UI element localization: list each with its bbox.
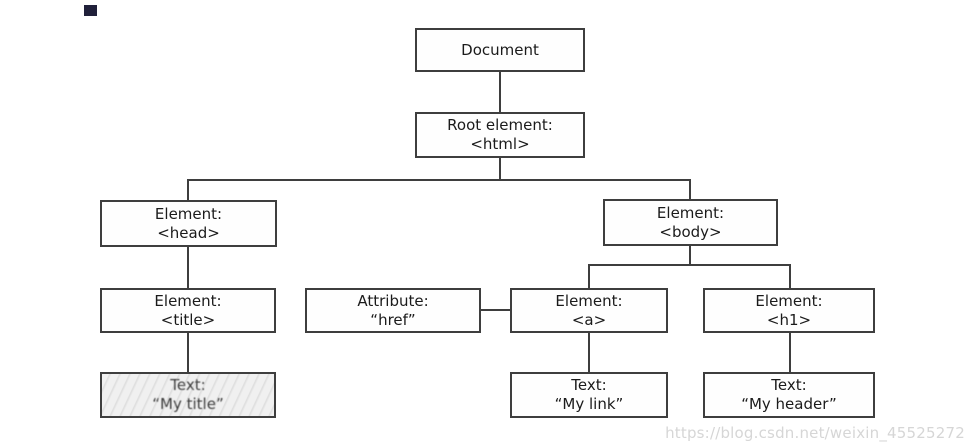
connector-body-rail: [588, 264, 791, 266]
connector-root-stem: [499, 157, 501, 181]
node-text-title-type: Text:: [170, 376, 206, 394]
node-h1-value: <h1>: [766, 310, 812, 329]
node-root-value: <html>: [470, 135, 530, 153]
node-text-title-value: “My title”: [152, 395, 224, 413]
node-text-my-link: Text: “My link”: [510, 372, 668, 418]
node-text-header-value: “My header”: [741, 395, 837, 413]
csdn-watermark-text: https://blog.csdn.net/weixin_45525272: [665, 424, 965, 442]
connector-a-text: [588, 332, 590, 373]
connector-document-root: [499, 71, 501, 113]
connector-rail-head: [187, 179, 189, 201]
node-head-type: Element:: [154, 204, 223, 223]
node-title-value: <title>: [160, 310, 216, 329]
node-h1-type: Element:: [755, 291, 823, 310]
node-element-body: Element: <body>: [603, 199, 778, 246]
node-root-type: Root element:: [447, 116, 553, 134]
node-text-link-type: Text:: [571, 376, 607, 394]
node-body-type: Element:: [656, 203, 725, 222]
connector-root-rail: [187, 179, 691, 181]
node-text-header-type: Text:: [771, 376, 807, 394]
node-text-my-header: Text: “My header”: [703, 372, 875, 418]
connector-body-stem: [689, 245, 691, 265]
node-document: Document: [415, 28, 585, 72]
node-element-head: Element: <head>: [100, 200, 277, 247]
node-a-type: Element:: [555, 291, 623, 310]
node-attr-type: Attribute:: [357, 291, 429, 310]
connector-attr-a: [480, 309, 511, 311]
connector-rail-a: [588, 264, 590, 289]
node-head-value: <head>: [157, 223, 220, 242]
connector-rail-h1: [789, 264, 791, 289]
node-root-element: Root element: <html>: [415, 112, 585, 158]
node-attribute-href: Attribute: “href”: [305, 288, 481, 333]
node-document-label: Document: [461, 40, 539, 59]
connector-title-text: [187, 332, 189, 373]
connector-h1-text: [789, 332, 791, 373]
node-body-value: <body>: [659, 222, 722, 241]
node-a-value: <a>: [571, 310, 607, 329]
connector-head-title: [187, 246, 189, 289]
node-title-type: Element:: [154, 291, 222, 310]
crop-artifact-square: [84, 5, 97, 16]
node-element-title: Element: <title>: [100, 288, 276, 333]
node-attr-value: “href”: [370, 310, 416, 329]
node-text-link-value: “My link”: [554, 395, 624, 413]
connector-rail-body: [689, 179, 691, 201]
node-text-my-title: Text: “My title”: [100, 372, 276, 418]
node-element-a: Element: <a>: [510, 288, 668, 333]
node-element-h1: Element: <h1>: [703, 288, 875, 333]
